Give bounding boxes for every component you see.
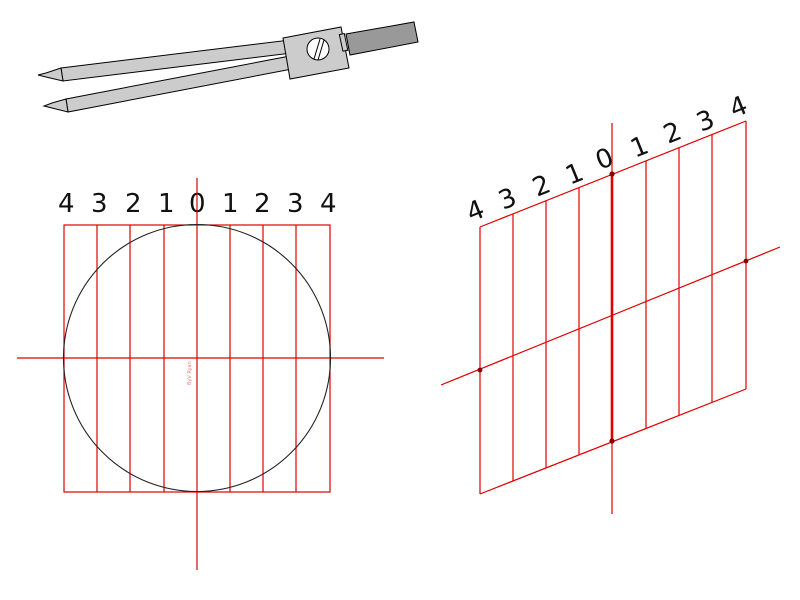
oblique-axis [440,246,781,386]
scale-label: 3 [91,189,108,219]
left-scale-labels: 4 3 2 1 0 1 2 3 4 [58,189,337,219]
scale-label: 2 [659,116,686,150]
scale-label: 0 [591,142,618,176]
scale-label: 4 [320,189,337,219]
scale-label: 3 [287,189,304,219]
left-grid [17,178,384,570]
intersection-points [477,171,749,444]
drawing-compass-icon [37,21,419,113]
scale-label: 4 [725,90,752,124]
left-projection-figure: 4 3 2 1 0 1 2 3 4 ByV Ryan [17,178,384,570]
signature-text: ByV Ryan [187,361,193,385]
scale-label: 1 [561,157,588,191]
scale-label: 3 [494,182,521,216]
scale-label: 1 [222,189,239,219]
scale-label: 2 [125,189,142,219]
circle [62,223,332,493]
scale-label: 4 [462,194,489,228]
right-scale-labels: 4 3 2 1 0 1 2 3 4 [462,90,752,228]
right-oblique-figure: 4 3 2 1 0 1 2 3 4 [440,90,781,514]
scale-label: 2 [254,189,271,219]
scale-label: 1 [158,189,175,219]
scale-label: 4 [58,189,75,219]
right-grid [440,120,781,514]
